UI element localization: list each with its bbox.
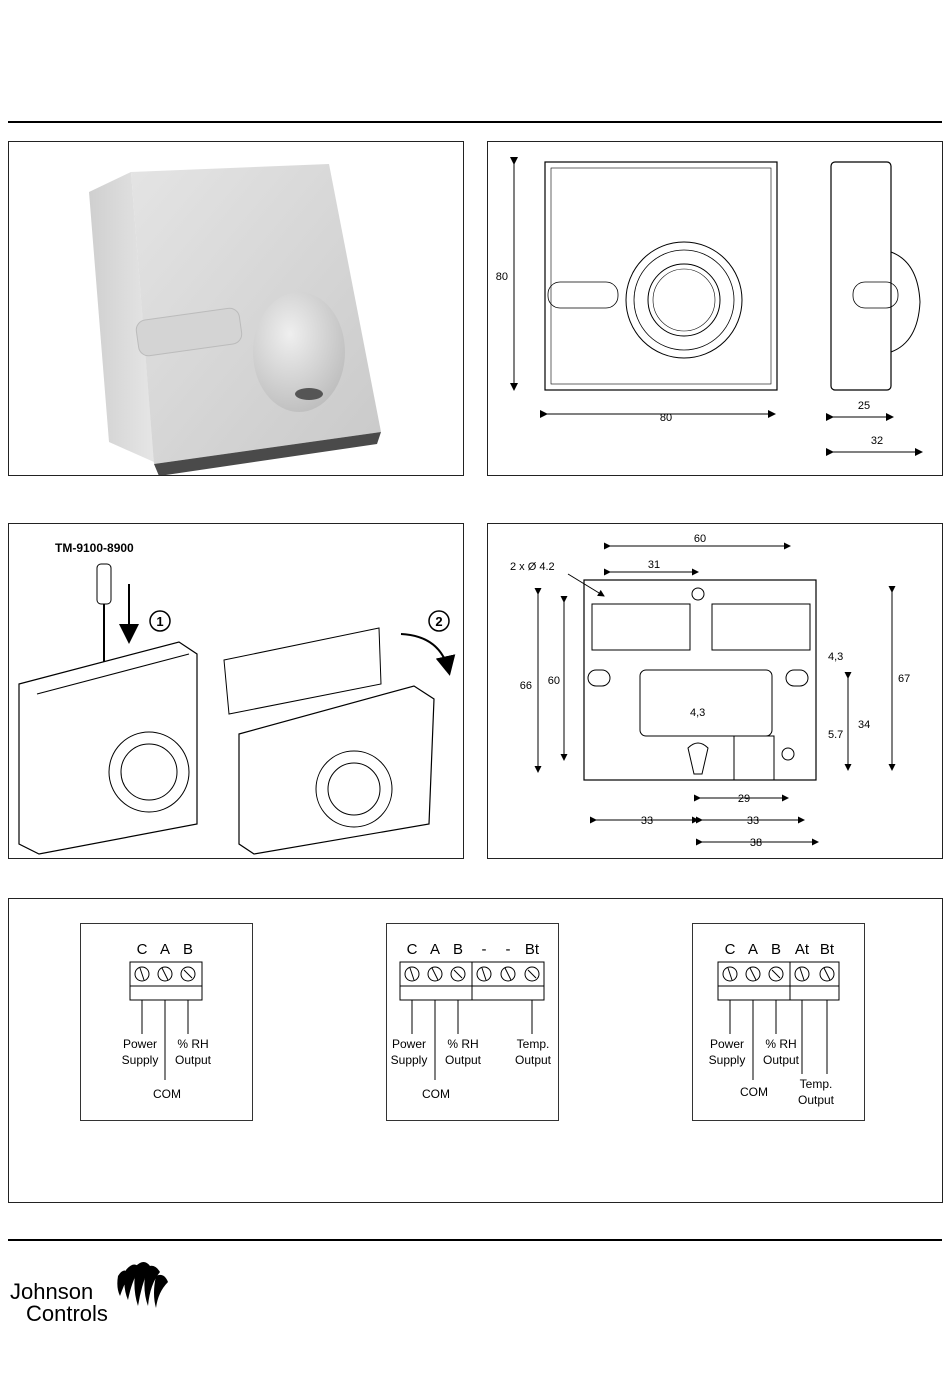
terminal-label: At bbox=[795, 941, 810, 958]
dim-right-34: 34 bbox=[858, 719, 870, 731]
power-label: Supply bbox=[709, 1053, 746, 1067]
rh-label: % RH bbox=[447, 1037, 478, 1051]
dim-bottom-38: 38 bbox=[750, 837, 762, 849]
dim-bottom-33b: 33 bbox=[747, 815, 759, 827]
terminal-label: A bbox=[430, 941, 440, 958]
terminal-label: B bbox=[183, 941, 193, 958]
terminal-label: B bbox=[453, 941, 463, 958]
com-label: COM bbox=[153, 1087, 181, 1101]
terminal-label: - bbox=[482, 941, 487, 958]
terminal-label: - bbox=[506, 941, 511, 958]
terminal-label: Bt bbox=[525, 941, 540, 958]
backplate-dimension-panel: 2 x Ø 4.2 60 31 66 60 67 4,3 34 5.7 4,3 … bbox=[487, 523, 943, 859]
footer-rule bbox=[8, 1239, 942, 1241]
step-1-badge: 1 bbox=[156, 614, 163, 629]
dim-width: 80 bbox=[660, 412, 672, 424]
product-photo-panel bbox=[8, 141, 464, 476]
terminal-label: C bbox=[407, 941, 418, 958]
power-label: Power bbox=[392, 1037, 426, 1051]
installation-panel: TM-9100-8900 1 2 bbox=[8, 523, 464, 859]
dim-depth-total: 32 bbox=[871, 435, 883, 447]
dim-depth-body: 25 bbox=[858, 400, 870, 412]
wiring-diagram-3: C A B At Bt Power Supply % RH Output Tem… bbox=[692, 923, 865, 1121]
dim-center-43: 4,3 bbox=[690, 707, 705, 719]
dim-left-60: 60 bbox=[548, 675, 560, 687]
dim-left-66: 66 bbox=[520, 680, 532, 692]
dim-height: 80 bbox=[496, 271, 508, 283]
dim-bottom-29: 29 bbox=[738, 793, 750, 805]
dim-bottom-33a: 33 bbox=[641, 815, 653, 827]
dim-top-31: 31 bbox=[648, 559, 660, 571]
power-label: Supply bbox=[122, 1053, 159, 1067]
rh-label: Output bbox=[763, 1053, 800, 1067]
power-label: Supply bbox=[391, 1053, 428, 1067]
wiring-diagram-1: C A B Power Supply % RH Output COM bbox=[80, 923, 253, 1121]
backplate-drawing: 2 x Ø 4.2 60 31 66 60 67 4,3 34 5.7 4,3 … bbox=[488, 524, 943, 859]
dim-top-60: 60 bbox=[694, 533, 706, 545]
front-dimension-panel: 80 80 25 32 bbox=[487, 141, 943, 476]
front-side-drawing: 80 80 25 32 bbox=[488, 142, 943, 476]
terminal-label: Bt bbox=[820, 941, 835, 958]
dim-right-43: 4,3 bbox=[828, 651, 843, 663]
dim-right-67: 67 bbox=[898, 673, 910, 685]
logo-mark-icon bbox=[110, 1256, 170, 1322]
logo-line-1: Johnson bbox=[10, 1280, 93, 1303]
wiring-panel: C A B Power Supply % RH Output COM C A B… bbox=[8, 898, 943, 1203]
product-photo bbox=[9, 142, 464, 476]
wiring-diagram-2: C A B - - Bt Power Supply % RH Output Te… bbox=[386, 923, 559, 1121]
terminal-label: A bbox=[160, 941, 170, 958]
logo-line-2: Controls bbox=[26, 1302, 108, 1325]
power-label: Power bbox=[710, 1037, 744, 1051]
temp-label: Output bbox=[515, 1053, 552, 1067]
temp-label: Output bbox=[798, 1093, 835, 1107]
terminal-label: C bbox=[725, 941, 736, 958]
temp-label: Temp. bbox=[517, 1037, 550, 1051]
hole-label: 2 x Ø 4.2 bbox=[510, 561, 555, 573]
power-label: Power bbox=[123, 1037, 157, 1051]
rh-label: % RH bbox=[177, 1037, 208, 1051]
temp-label: Temp. bbox=[800, 1077, 833, 1091]
rh-label: Output bbox=[175, 1053, 212, 1067]
dim-right-57: 5.7 bbox=[828, 729, 843, 741]
rh-label: % RH bbox=[765, 1037, 796, 1051]
terminal-label: B bbox=[771, 941, 781, 958]
tool-label: TM-9100-8900 bbox=[55, 541, 134, 555]
com-label: COM bbox=[422, 1087, 450, 1101]
com-label: COM bbox=[740, 1085, 768, 1099]
installation-drawing: TM-9100-8900 1 2 bbox=[9, 524, 464, 859]
terminal-label: C bbox=[137, 941, 148, 958]
header-rule bbox=[8, 121, 942, 123]
step-2-badge: 2 bbox=[435, 614, 442, 629]
terminal-label: A bbox=[748, 941, 758, 958]
rh-label: Output bbox=[445, 1053, 482, 1067]
